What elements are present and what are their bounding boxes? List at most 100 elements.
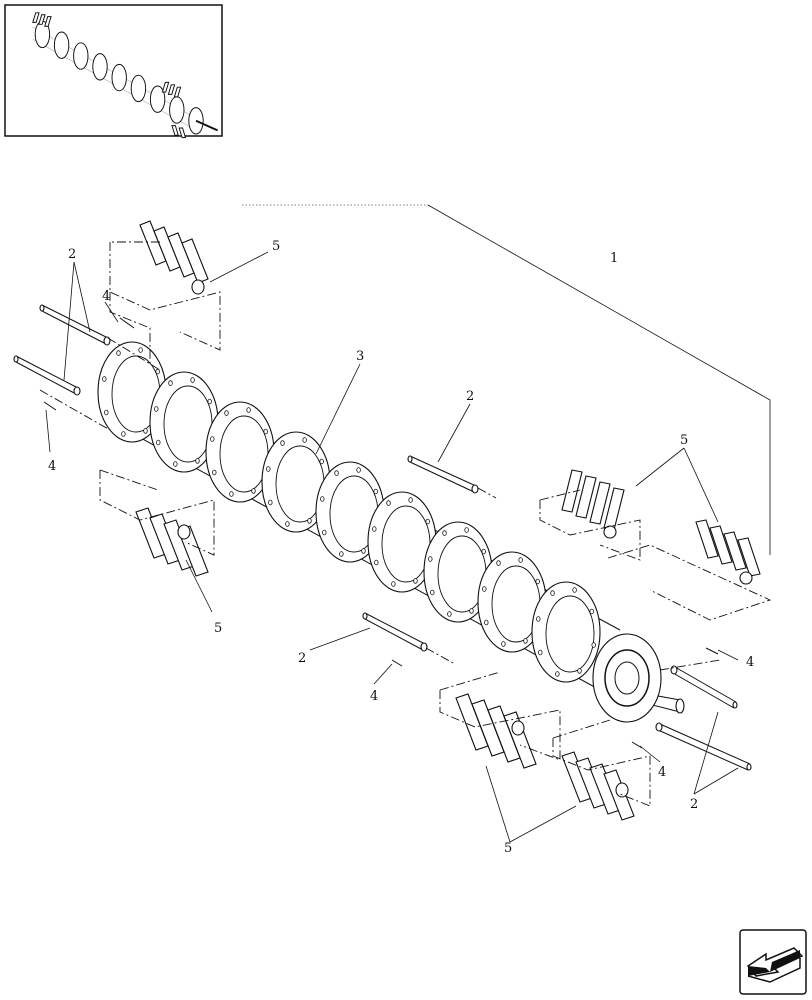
bolt-hole	[536, 616, 541, 622]
assembly-thumbnail	[4, 4, 223, 139]
bolt-hole	[154, 406, 159, 412]
bolt-hole	[302, 437, 307, 443]
blade-group-bottom-right	[561, 751, 635, 821]
bolt-hole	[307, 518, 312, 524]
bolt-hole	[168, 380, 173, 386]
flange-plate	[149, 371, 219, 473]
rod-pins-2	[13, 304, 752, 771]
rod-lower-middle	[362, 612, 428, 652]
bolt-hole	[523, 638, 528, 644]
bolt-hole	[334, 470, 339, 476]
bolt-hole	[501, 641, 506, 647]
rod-right-b	[655, 722, 752, 771]
flange-plate	[367, 491, 437, 593]
callout-4-bottom: 4	[658, 765, 666, 780]
bolt-hole	[121, 431, 126, 437]
callout-2-right: 2	[690, 797, 698, 812]
bolt-hole	[207, 398, 212, 405]
bolt-hole	[212, 469, 217, 476]
bolt-hole	[322, 529, 327, 536]
bolt-hole	[386, 500, 391, 506]
bolt-hole	[339, 551, 344, 557]
bolt-hole	[425, 518, 430, 525]
bolt-hole	[555, 671, 560, 677]
bolt-hole	[195, 458, 200, 464]
bolt-hole	[442, 530, 447, 536]
assembly-bracket-1	[242, 204, 771, 555]
blade-group-lower-left	[135, 507, 209, 577]
bolt-hole	[229, 491, 234, 497]
bolt-hole	[210, 436, 215, 442]
rod-upper-left-b	[13, 355, 81, 396]
bolt-hole	[156, 439, 161, 446]
bolt-hole	[413, 578, 418, 584]
cotter-pins-4	[43, 317, 719, 749]
bolt-hole	[589, 608, 594, 615]
blade-group-bottom-middle	[455, 693, 537, 769]
bolt-hole	[430, 589, 435, 596]
bolt-hole	[266, 466, 271, 472]
bolt-hole	[496, 560, 501, 566]
flange-plate	[477, 551, 547, 653]
bolt-hole	[591, 642, 596, 648]
callout-4-right: 4	[746, 655, 754, 670]
bolt-hole	[102, 376, 107, 382]
bolt-hole	[190, 377, 195, 383]
blade-group-right	[695, 519, 761, 585]
bolt-hole	[320, 496, 325, 502]
bolt-hole	[116, 350, 121, 356]
bolt-hole	[408, 497, 413, 503]
callout-2-upper-left: 2	[68, 247, 76, 262]
bolt-hole	[482, 586, 487, 592]
bolt-hole	[285, 521, 290, 527]
bolt-hole	[374, 559, 379, 566]
bolt-hole	[391, 581, 396, 587]
callout-4-lower: 4	[370, 689, 378, 704]
leader-lines	[45, 251, 739, 843]
callout-5-left: 5	[214, 621, 222, 636]
callout-5-top: 5	[272, 239, 280, 254]
phantom-lines	[39, 241, 772, 807]
bolt-hole	[319, 458, 324, 465]
blade-group-middle-right	[561, 469, 625, 539]
callout-5-bottom: 5	[504, 841, 512, 856]
bolt-hole	[535, 578, 540, 585]
bolt-hole	[155, 368, 160, 375]
bolt-hole	[481, 548, 486, 555]
callout-4-left: 4	[48, 459, 56, 474]
rod-upper-left-a	[39, 304, 111, 346]
bolt-hole	[464, 527, 469, 533]
callout-1: 1	[610, 251, 618, 266]
next-page-arrow-icon[interactable]	[739, 929, 807, 995]
bolt-hole	[251, 488, 256, 494]
bolt-hole	[518, 557, 523, 563]
callout-3: 3	[356, 349, 364, 364]
rod-middle	[407, 455, 479, 494]
callout-2-middle: 2	[466, 389, 474, 404]
bolt-hole	[572, 587, 577, 593]
bolt-hole	[104, 409, 109, 416]
flange-plate	[531, 581, 601, 683]
bolt-hole	[224, 410, 229, 416]
bolt-hole	[143, 428, 148, 434]
flange-plate	[315, 461, 385, 563]
bolt-hole	[361, 548, 366, 554]
flange-plate	[97, 341, 167, 443]
rotor-drum-3	[97, 341, 685, 723]
callouts: 1 2 2 2 2 3 4 4 4 4 4 5 5 5 5	[48, 239, 754, 856]
bolt-hole	[372, 526, 377, 532]
callout-2-lower: 2	[298, 651, 306, 666]
bolt-hole	[173, 461, 178, 467]
callout-5-right: 5	[680, 433, 688, 448]
rod-right-a	[670, 665, 738, 709]
flange-plate	[261, 431, 331, 533]
drum-flanges	[97, 341, 601, 683]
bolt-hole	[550, 590, 555, 596]
bolt-hole	[447, 611, 452, 617]
bolt-hole	[469, 608, 474, 614]
bolt-hole	[246, 407, 251, 413]
bolt-hole	[356, 467, 361, 473]
bolt-hole	[428, 556, 433, 562]
